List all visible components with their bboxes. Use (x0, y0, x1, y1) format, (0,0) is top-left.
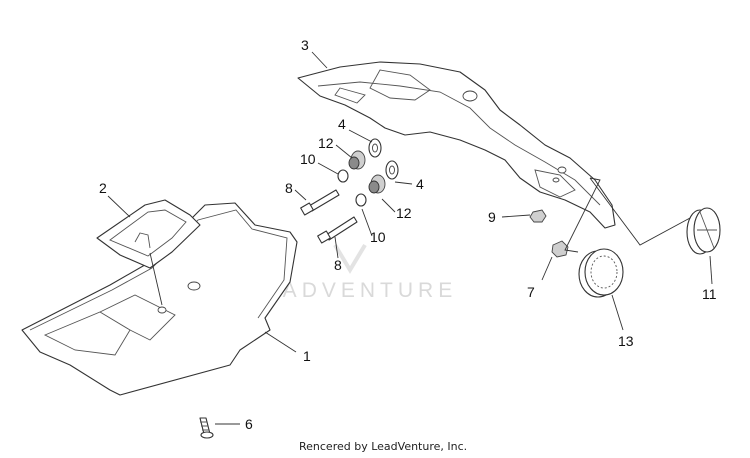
callout-4-upper: 4 (338, 116, 346, 132)
part-3-fender (297, 61, 616, 229)
part-12-bushing-upper (348, 150, 366, 170)
part-11-reflector (686, 207, 721, 255)
callout-4-lower: 4 (416, 176, 424, 192)
callout-10-lower: 10 (370, 229, 386, 245)
callout-8-upper: 8 (285, 180, 293, 196)
callout-9: 9 (488, 209, 496, 225)
watermark-logo: LEADVENTURE (247, 243, 457, 302)
watermark-text: LEADVENTURE (247, 279, 457, 302)
callout-7: 7 (527, 284, 535, 300)
callout-6: 6 (245, 416, 253, 432)
part-9-nut (529, 209, 547, 223)
part-8-bolt-lower (317, 216, 358, 244)
part-6-screw (199, 417, 214, 439)
callout-2: 2 (99, 180, 107, 196)
callout-10-upper: 10 (300, 151, 316, 167)
callout-11: 11 (702, 286, 717, 302)
part-8-bolt-upper (300, 189, 340, 216)
part-12-bushing-lower (368, 174, 386, 194)
callout-8-lower: 8 (334, 257, 342, 273)
callout-12-upper: 12 (318, 135, 334, 151)
part-10-spacer-lower (355, 193, 367, 207)
part-2-cover (96, 199, 201, 269)
footer-credit: Rencered by LeadVenture, Inc. (299, 440, 467, 453)
callout-labels: 3 2 4 12 10 8 4 12 10 8 9 7 13 11 1 6 (99, 37, 717, 432)
part-10-spacer-upper (337, 169, 349, 183)
part-7-socket (551, 240, 569, 258)
part-4-washer-lower (385, 160, 399, 180)
part-4-washer-upper (368, 138, 382, 158)
callout-3: 3 (301, 37, 309, 53)
callout-1: 1 (303, 348, 311, 364)
leader-lines (107, 51, 713, 425)
part-1-panel (21, 202, 298, 396)
part-13-lens (578, 248, 624, 298)
callout-13: 13 (618, 333, 634, 349)
callout-12-lower: 12 (396, 205, 412, 221)
